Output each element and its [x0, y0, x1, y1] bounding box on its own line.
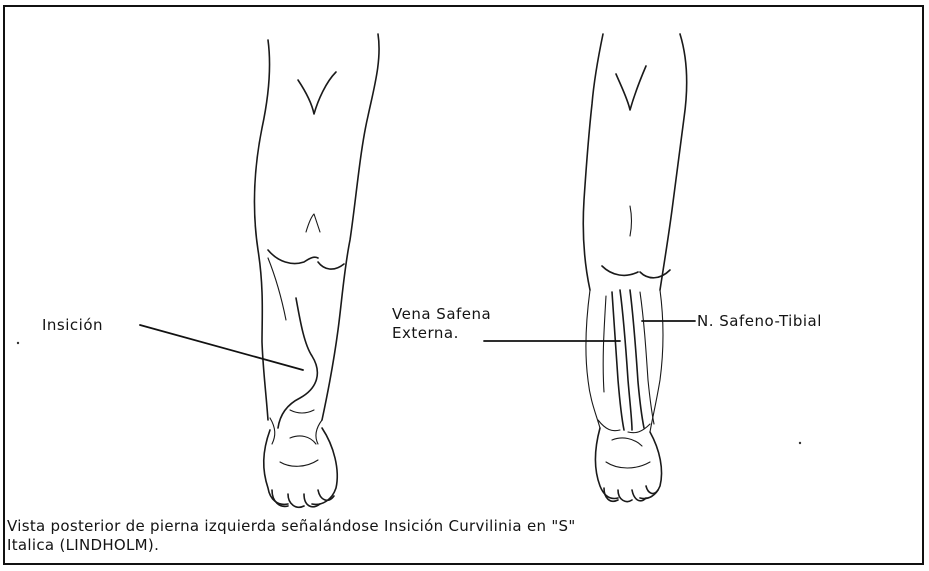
vena-safena-label-line1: Vena Safena: [392, 305, 491, 323]
incision-label: Insición: [42, 316, 103, 334]
incision-leader-line: [140, 325, 303, 370]
speck: [799, 442, 801, 444]
caption-line-2: Italica (LINDHOLM).: [7, 536, 907, 555]
caption-line-1: Vista posterior de pierna izquierda seña…: [7, 517, 907, 536]
right-leg-drawing: [583, 34, 686, 502]
vena-safena-label-line2: Externa.: [392, 324, 459, 342]
nerve-label: N. Safeno-Tibial: [697, 312, 822, 330]
left-leg-drawing: [255, 34, 380, 507]
speck: [17, 342, 19, 344]
figure-caption: Vista posterior de pierna izquierda seña…: [7, 517, 907, 555]
